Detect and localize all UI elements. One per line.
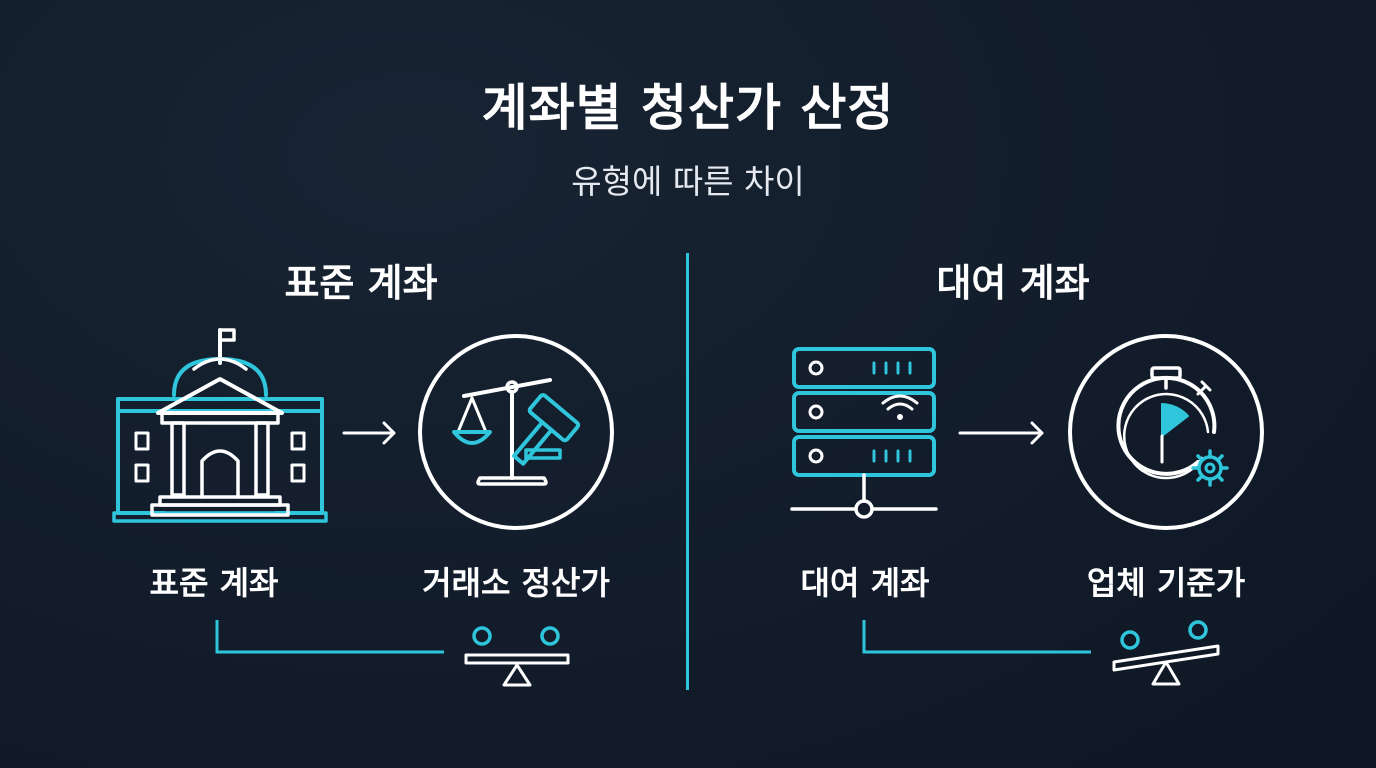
section-divider xyxy=(686,253,689,690)
right-target-label: 업체 기준가 xyxy=(1086,564,1246,602)
right-section-title: 대여 계좌 xyxy=(936,261,1090,305)
scales-gavel-icon xyxy=(418,334,614,530)
page-subtitle: 유형에 따른 차이 xyxy=(571,162,805,201)
page-title: 계좌별 청산가 산정 xyxy=(481,79,895,137)
left-target-label: 거래소 정산가 xyxy=(422,564,610,602)
bank-building-icon xyxy=(112,328,328,523)
arrow-right-icon xyxy=(958,421,1044,445)
left-connector-line xyxy=(215,620,444,654)
arrow-right-icon xyxy=(342,421,396,445)
right-connector-line xyxy=(862,620,1091,654)
left-section-title: 표준 계좌 xyxy=(284,261,438,305)
seesaw-balance-icon xyxy=(464,626,570,687)
seesaw-balance-icon xyxy=(1112,620,1220,686)
stopwatch-gear-icon xyxy=(1068,334,1264,530)
right-source-label: 대여 계좌 xyxy=(800,564,930,602)
server-rack-icon xyxy=(790,347,938,519)
left-source-label: 표준 계좌 xyxy=(149,564,279,602)
